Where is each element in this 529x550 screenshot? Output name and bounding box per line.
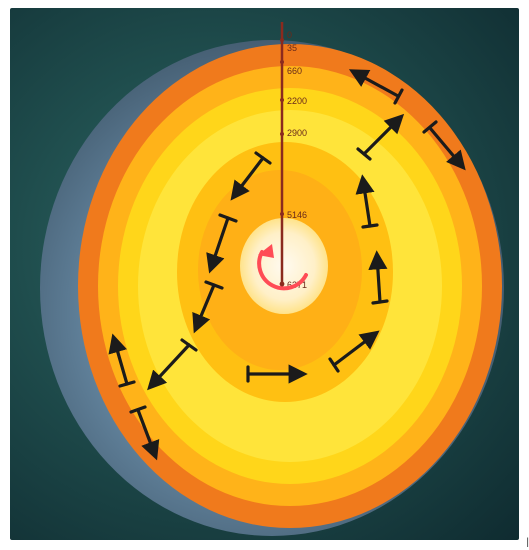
depth-label-0: 0 — [287, 30, 292, 40]
depth-label-5146: 5146 — [287, 210, 307, 220]
inner-core — [240, 218, 328, 314]
depth-label-2900: 2900 — [287, 128, 307, 138]
depth-label-660: 660 — [287, 66, 302, 76]
depth-label-2200: 2200 — [287, 96, 307, 106]
depth-label-35: 35 — [287, 43, 297, 53]
